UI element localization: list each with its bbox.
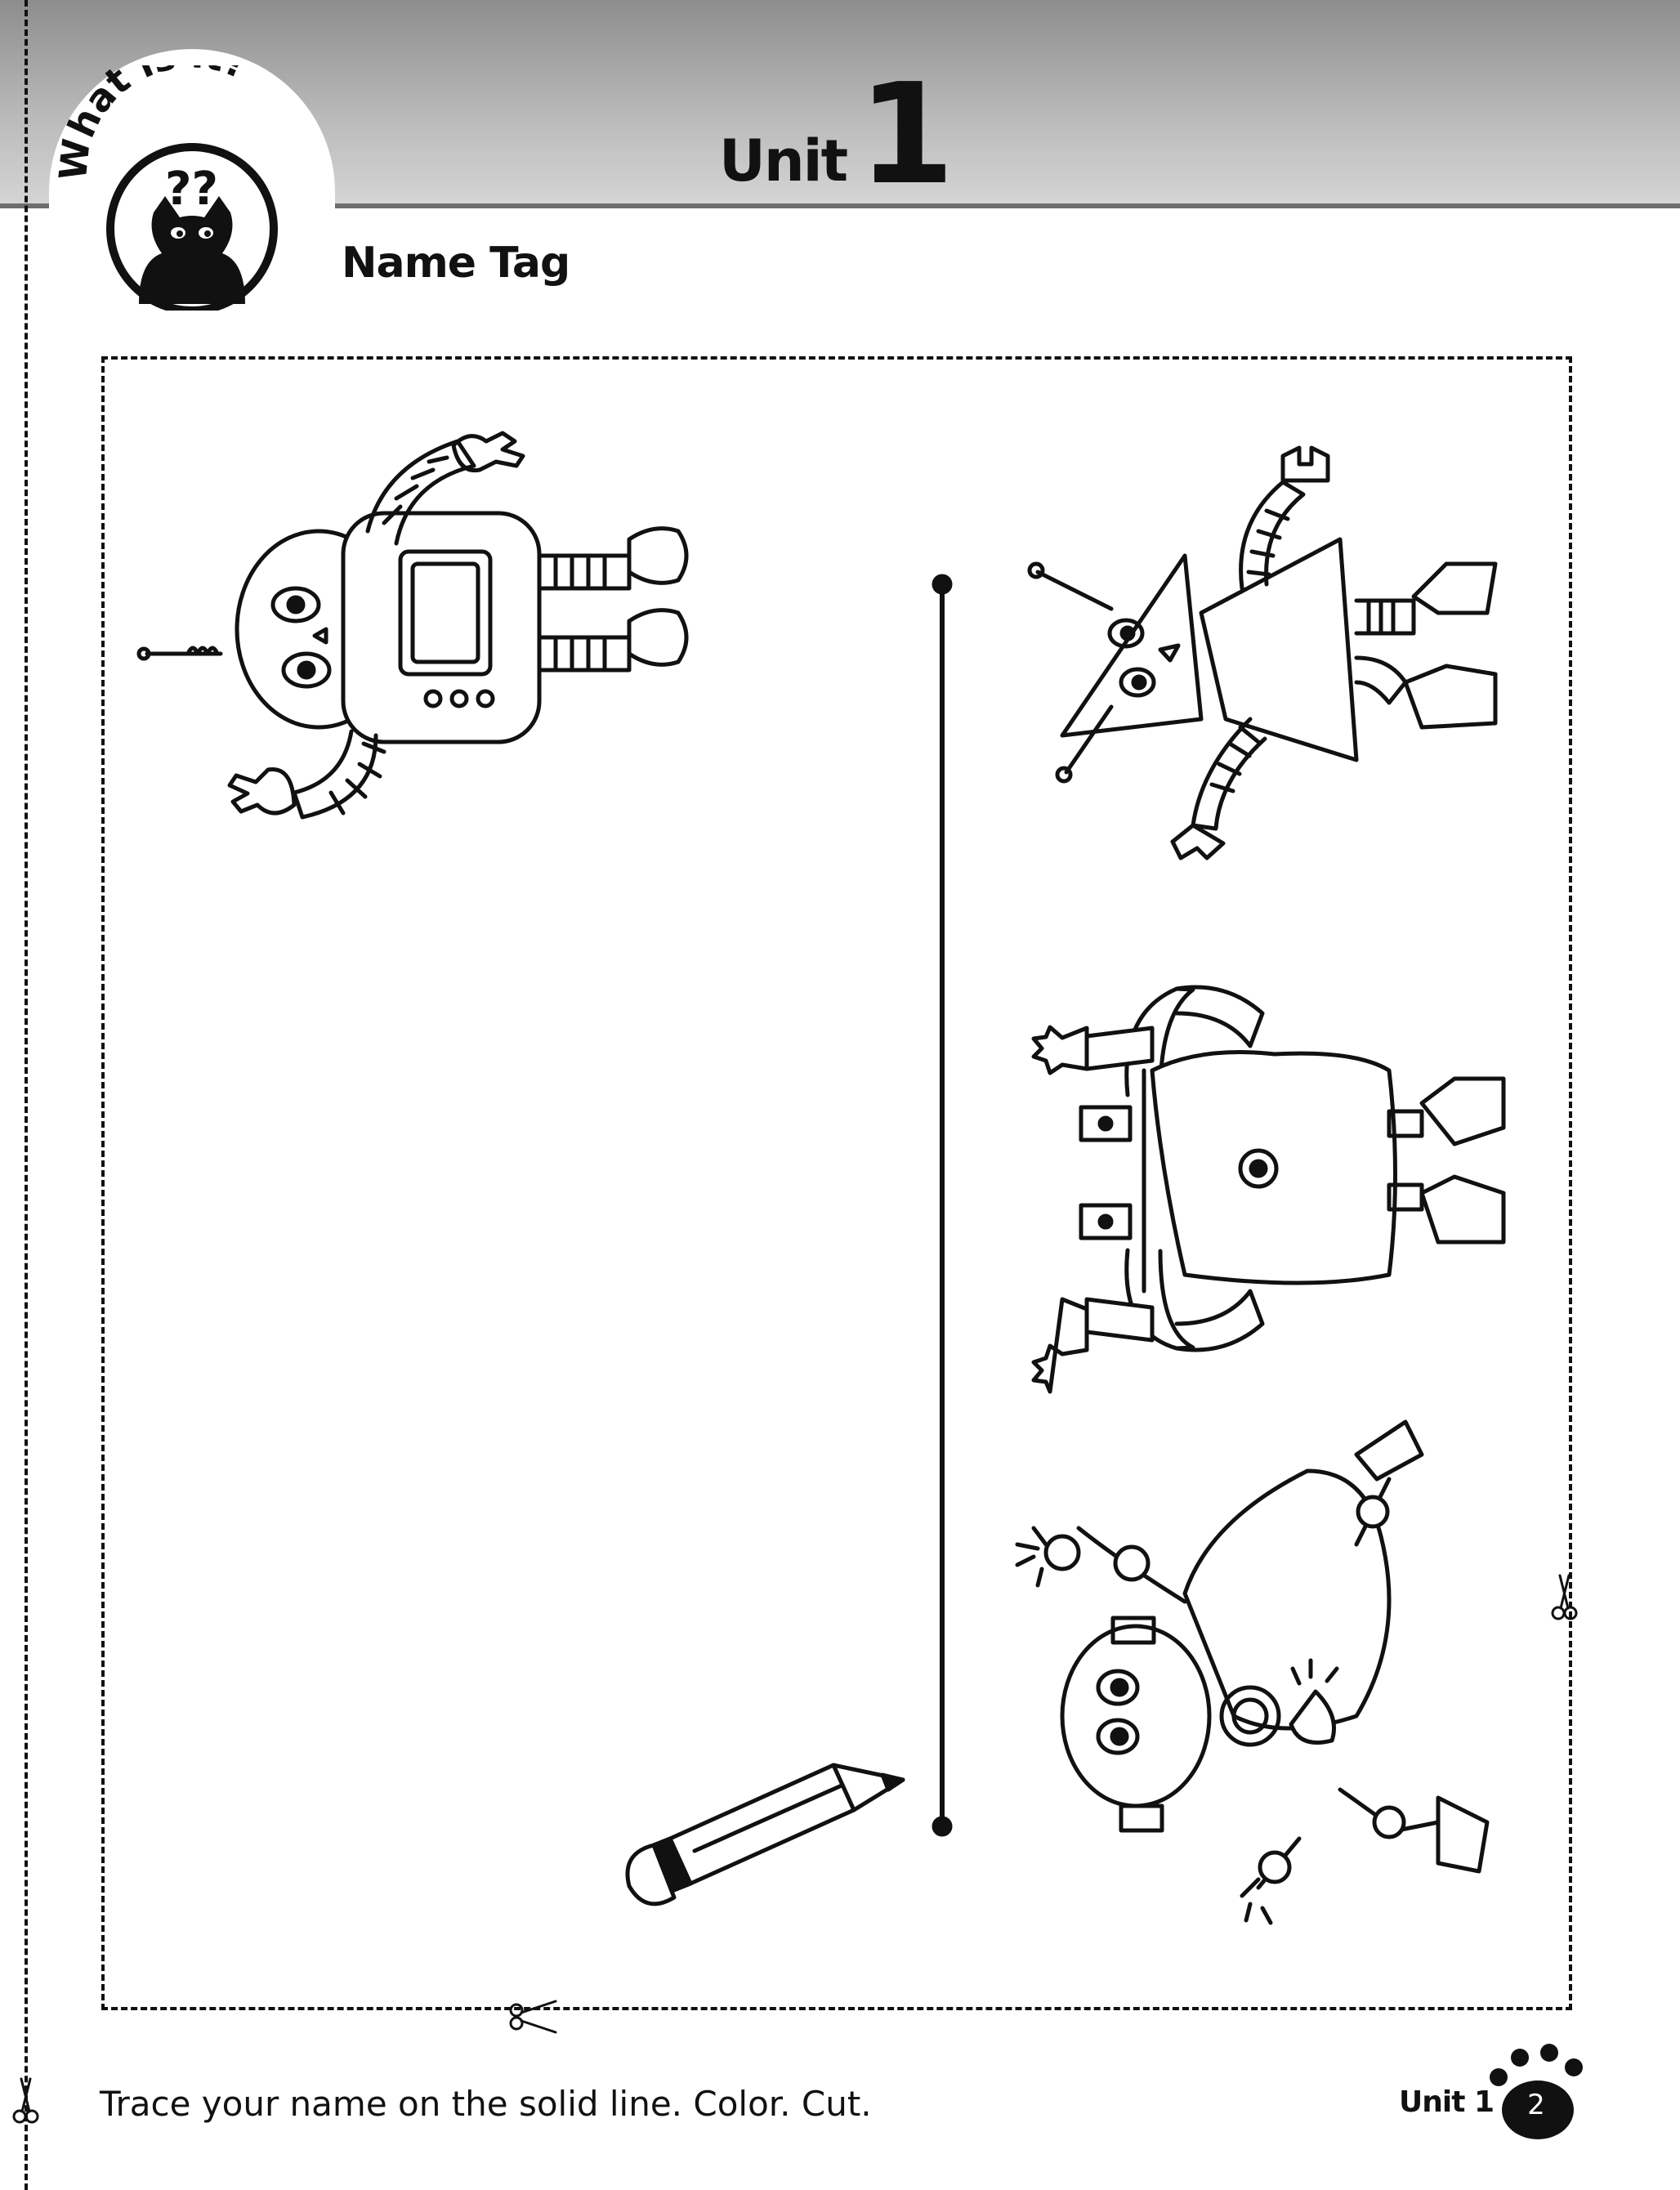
robot-icon <box>1015 1419 1490 1925</box>
page-number: 2 <box>1527 2089 1545 2121</box>
scissors-icon <box>12 2077 39 2124</box>
robot-icon <box>136 431 689 820</box>
cat-icon <box>139 196 245 304</box>
pencil-icon <box>625 1763 905 1906</box>
what-is-it-badge: What is it? ?? <box>57 65 278 311</box>
unit-number: 1 <box>858 54 955 216</box>
trace-line-start <box>932 574 953 595</box>
page-subtitle: Name Tag <box>342 239 570 288</box>
scissors-icon <box>509 2000 557 2034</box>
robot-icon <box>1031 985 1506 1394</box>
left-cut-line <box>25 0 28 2190</box>
footer-unit-label: Unit 1 <box>1399 2085 1495 2119</box>
badge-question-marks: ?? <box>165 163 218 216</box>
robot-icon <box>1027 445 1498 860</box>
unit-title: Unit 1 <box>719 65 954 204</box>
instruction-text: Trace your name on the solid line. Color… <box>100 2084 872 2124</box>
paw-icon <box>1490 2044 1583 2139</box>
unit-word: Unit <box>719 127 848 194</box>
name-tag-cut-frame <box>101 356 1572 2010</box>
scissors-icon <box>1551 1574 1578 1620</box>
trace-line-end <box>932 1816 953 1837</box>
